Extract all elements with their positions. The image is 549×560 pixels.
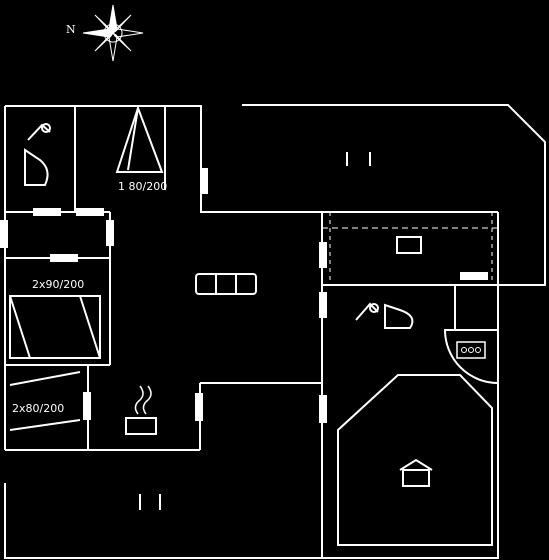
sofa-icon (195, 273, 257, 295)
terrace-icon (399, 458, 433, 487)
door-marker (0, 220, 8, 248)
terrace-outline (337, 374, 493, 546)
door-marker (319, 242, 327, 268)
shower-icon (355, 302, 379, 321)
wall-north-left (5, 105, 322, 213)
toilet-icon (24, 148, 49, 186)
bed-bunk-icon (9, 371, 81, 431)
compass-north-label: N (66, 23, 76, 36)
door-marker (195, 393, 203, 421)
sauna-outline (443, 329, 499, 385)
stove-icon (125, 385, 157, 435)
door-marker (319, 395, 327, 423)
window-symbol (396, 236, 422, 254)
compass-rose-icon (82, 4, 144, 62)
whirlpool-icon (456, 341, 486, 359)
bed-twin-label: 2x90/200 (32, 278, 84, 291)
shower-icon (27, 123, 51, 141)
door-marker (106, 220, 114, 246)
door-marker (76, 208, 104, 216)
bed-double-label: 1 80/200 (118, 180, 167, 193)
door-marker (319, 292, 327, 318)
door-marker (33, 208, 61, 216)
bed-double-icon (115, 104, 164, 173)
wall-south-bottom (4, 483, 322, 559)
bed-twin-icon (9, 295, 101, 359)
door-marker (50, 254, 78, 262)
toilet-icon (384, 303, 414, 329)
door-marker (460, 272, 488, 280)
bed-bunk-label: 2x80/200 (12, 402, 64, 415)
door-marker (83, 392, 91, 420)
window-symbol (139, 494, 161, 510)
wall-north-right (242, 104, 546, 286)
wall-southeast (322, 284, 499, 559)
window-symbol (346, 152, 371, 166)
door-marker (200, 168, 208, 194)
